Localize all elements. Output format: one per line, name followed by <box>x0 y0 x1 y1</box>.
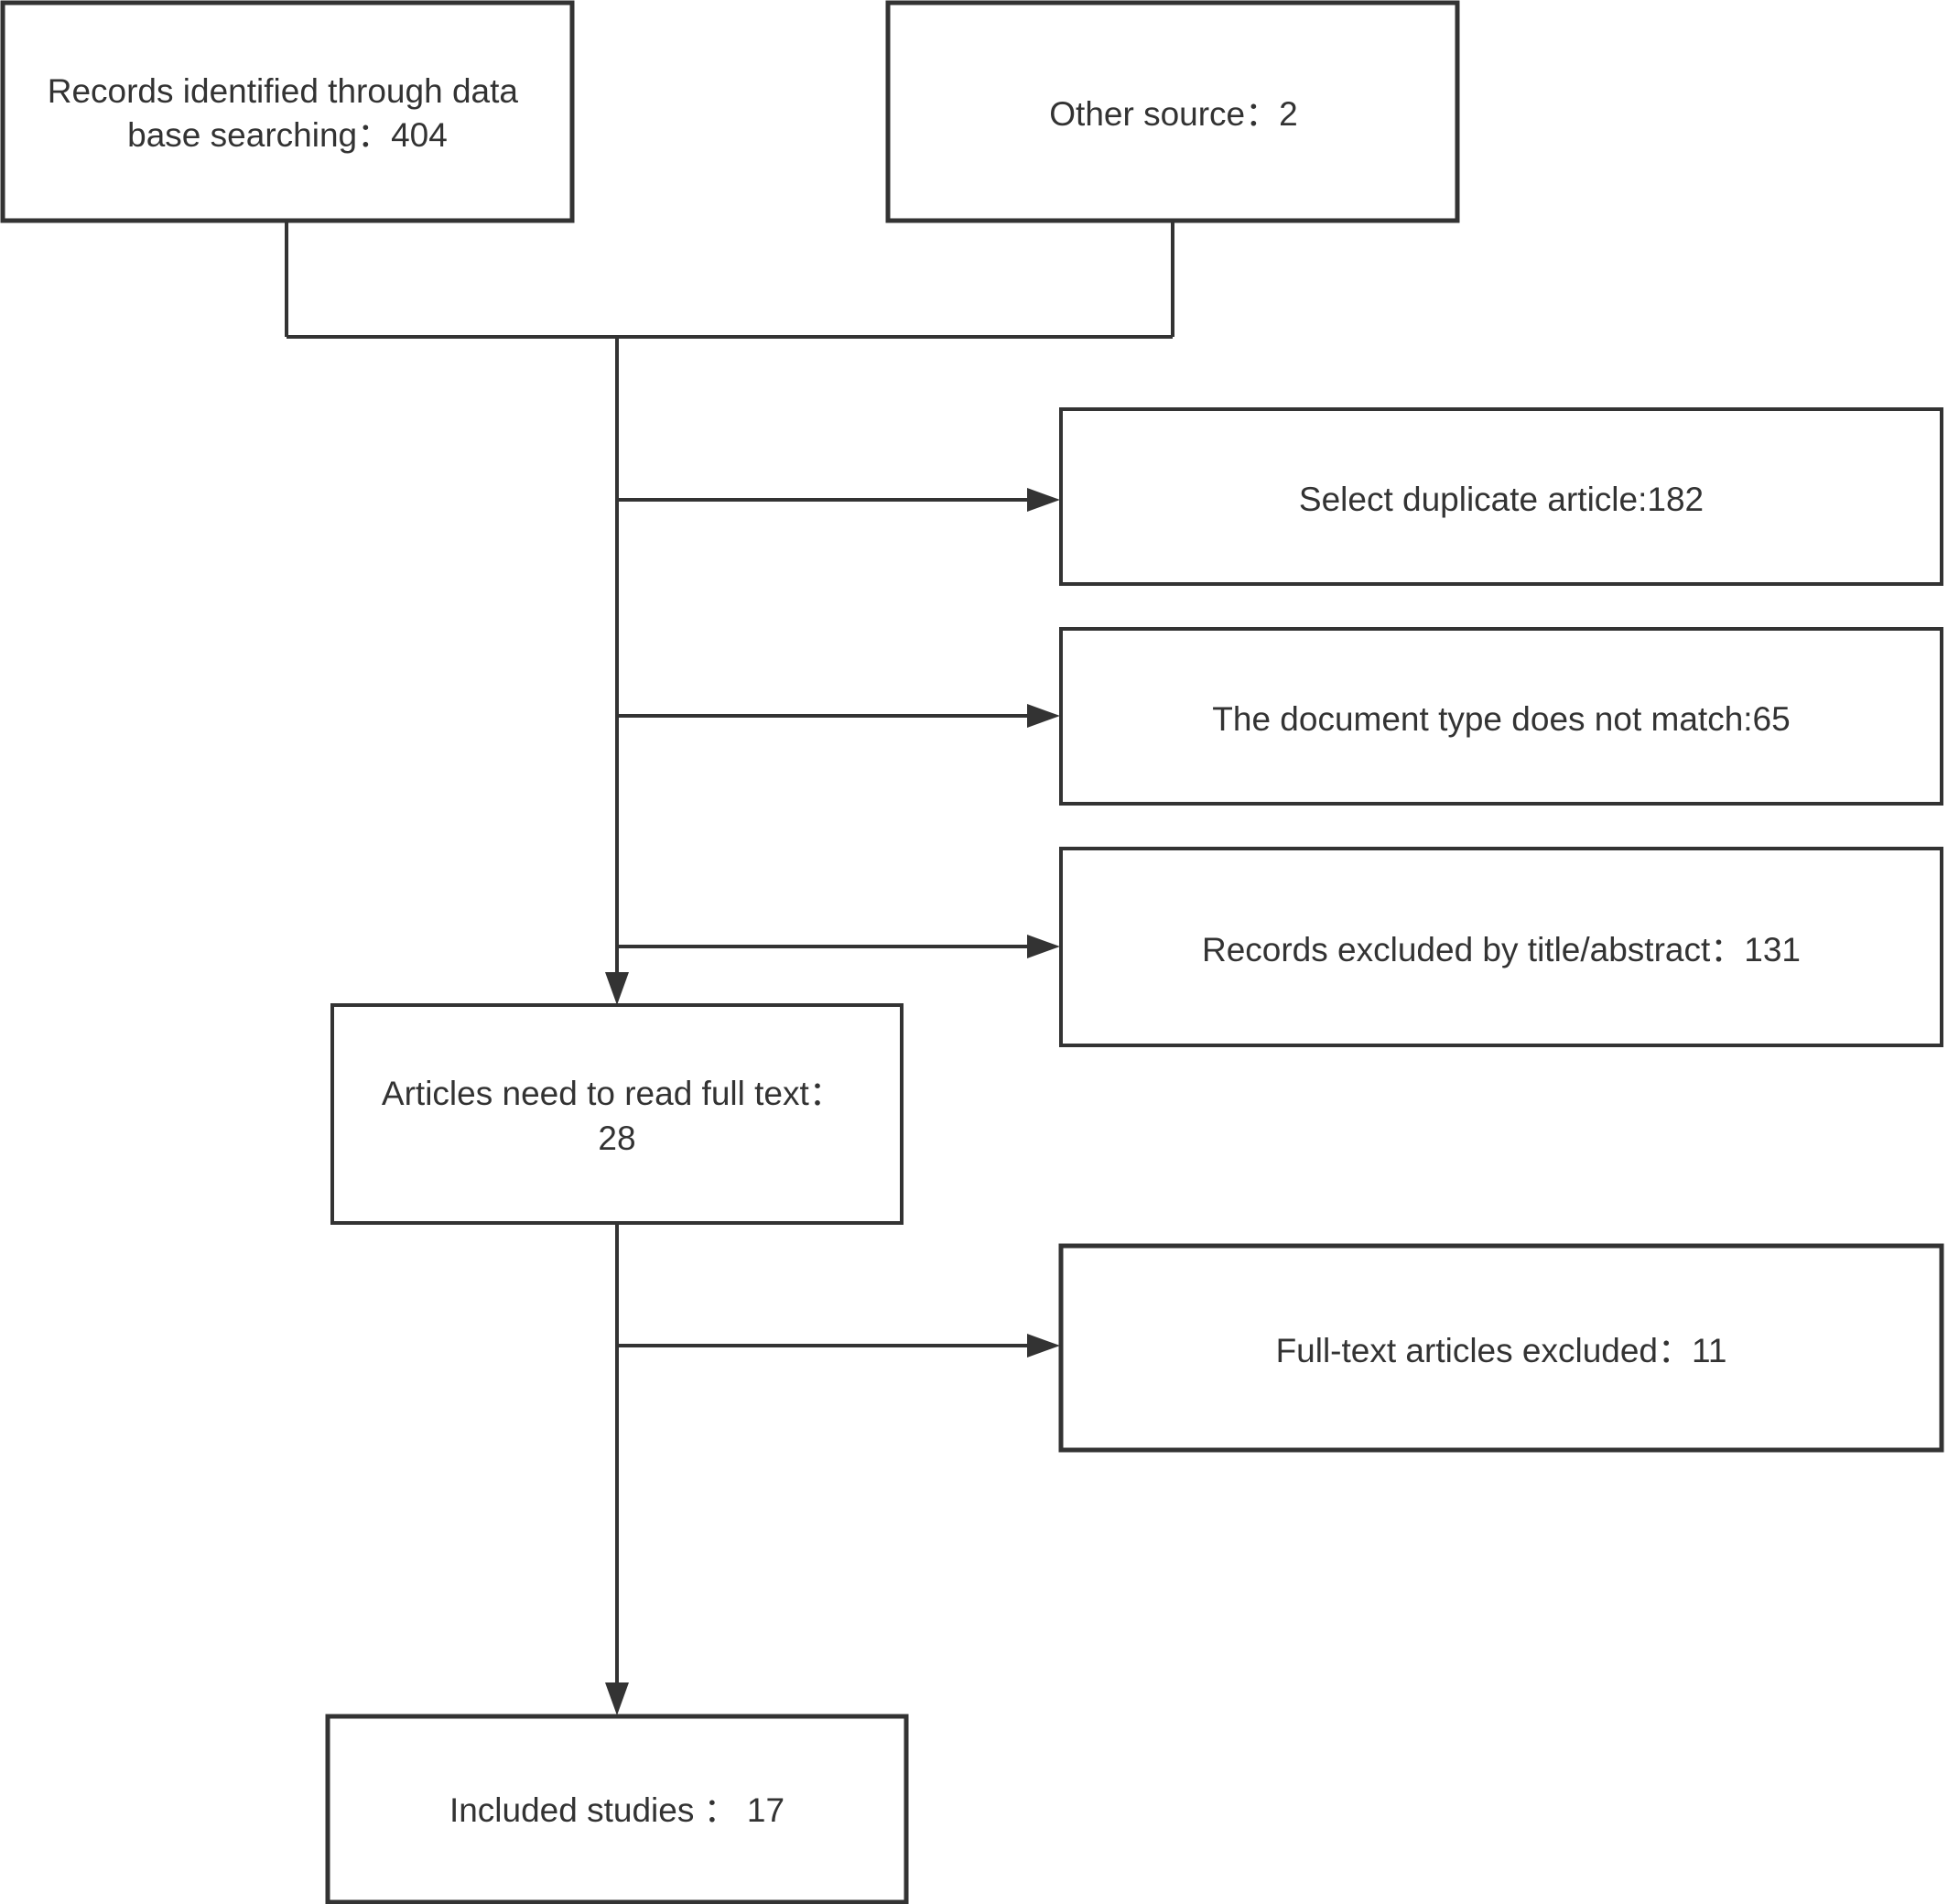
fulltext-excluded-label: Full-text articles excluded：11 <box>1276 1332 1727 1369</box>
connectors <box>285 222 1174 1684</box>
svg-text:Other source：2: Other source：2 <box>1049 95 1297 133</box>
arrowhead-duplicates <box>1027 488 1060 512</box>
svg-text:The document type does not mat: The document type does not match:65 <box>1212 700 1790 738</box>
svg-text:Select duplicate article:182: Select duplicate article:182 <box>1299 481 1704 518</box>
arrowhead-doc-type <box>1027 704 1060 728</box>
duplicates-label: Select duplicate article:182 <box>1299 481 1704 518</box>
arrowhead-included <box>605 1682 629 1715</box>
other-source-label: Other source：2 <box>1049 95 1297 133</box>
svg-text:Records identified through dat: Records identified through data base sea… <box>48 72 528 154</box>
full-text-line-2: 28 <box>598 1120 635 1157</box>
full-text-line-1: Articles need to read full text： <box>382 1075 843 1112</box>
doc-type-label: The document type does not match:65 <box>1212 700 1790 738</box>
box-db-search: Records identified through data base sea… <box>0 0 575 223</box>
db-search-line-2: base searching：404 <box>127 116 448 154</box>
box-full-text: Articles need to read full text： 28 <box>330 1003 904 1225</box>
box-included: Included studies ： 17 <box>325 1714 909 1904</box>
box-fulltext-excluded: Full-text articles excluded：11 <box>1058 1243 1944 1453</box>
arrowhead-fulltext-excluded <box>1027 1334 1060 1358</box>
box-doc-type: The document type does not match:65 <box>1059 627 1943 806</box>
svg-text:Full-text articles excluded：11: Full-text articles excluded：11 <box>1276 1332 1727 1369</box>
arrowhead-full-text <box>605 972 629 1005</box>
svg-text:Included studies ： 17: Included studies ： 17 <box>449 1791 785 1829</box>
box-duplicates: Select duplicate article:182 <box>1059 407 1943 586</box>
db-search-line-1: Records identified through data <box>48 72 519 110</box>
svg-text:Records excluded by title/abst: Records excluded by title/abstract：131 <box>1202 931 1801 968</box>
svg-text:Articles need to read full tex: Articles need to read full text： 28 <box>382 1075 852 1157</box>
arrowhead-title-abstract <box>1027 935 1060 958</box>
box-title-abstract: Records excluded by title/abstract：131 <box>1059 847 1943 1047</box>
title-abstract-label: Records excluded by title/abstract：131 <box>1202 931 1801 968</box>
arrowheads <box>605 488 1060 1715</box>
box-other-source: Other source：2 <box>885 0 1460 223</box>
included-label: Included studies ： 17 <box>449 1791 785 1829</box>
